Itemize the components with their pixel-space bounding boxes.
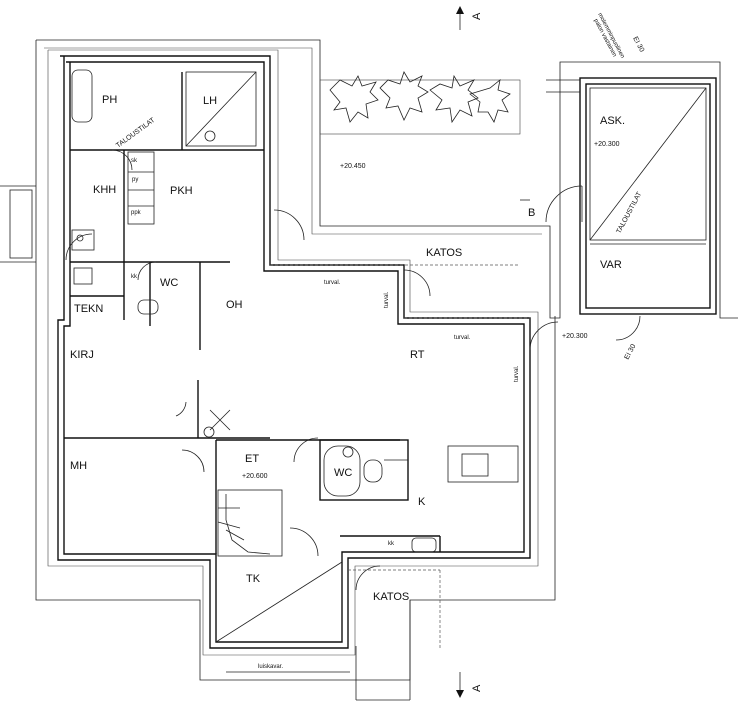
drain-icon [204,130,216,142]
label-turval-1: turval. [324,280,341,286]
label-turval-4: turval. [514,365,520,382]
level-porch: +20.300 [562,333,588,340]
label-taloustilat-main: TALOUSTILAT [115,116,157,149]
sink-icon [342,446,354,458]
label-sk: sk [131,158,138,164]
terrace-lines [0,185,530,701]
door-swings [65,149,641,591]
label-turval-3: turval. [454,335,471,341]
label-ppk: ppk [131,210,142,216]
interior-partitions [64,71,519,643]
level-entry: +20.600 [242,473,268,480]
label-ei30-top: EI 30 [631,36,645,54]
toilet-icon [137,299,159,315]
room-lh: LH [203,95,217,107]
site-outline [35,39,738,681]
annex-building [545,77,717,315]
label-luiskavar: luiskavar. [258,664,283,670]
label-katos-bottom: KATOS [373,591,409,603]
label-kk-1: kk [131,274,138,280]
room-ask: ASK. [600,115,625,127]
room-tekn: TEKN [74,303,103,315]
room-tk: TK [246,573,261,585]
label-py: py [132,177,138,183]
room-oh: OH [226,299,243,311]
room-wc-lower: WC [334,467,352,479]
main-exterior-walls [47,49,539,656]
label-turval-2: turval. [384,291,390,308]
toilet-icon-lower [363,459,383,483]
stove-icon [411,537,437,553]
label-taloustilat-annex: TALOUSTILAT [616,190,644,235]
room-ph: PH [102,94,117,106]
section-a-bottom: A [471,684,483,692]
section-b: B [528,207,535,219]
room-kirj: KIRJ [70,349,94,361]
level-annex: +20.300 [594,141,620,148]
room-et: ET [245,453,259,465]
label-ei30-bottom: EI 30 [624,343,638,361]
room-rt: RT [410,349,425,361]
room-pkh: PKH [170,185,193,197]
label-kk-2: kk [388,541,395,547]
room-khh: KHH [93,184,116,196]
label-katos-top: KATOS [426,247,462,259]
garden-planting [319,71,521,135]
room-mh: MH [70,460,87,472]
room-wc-upper: WC [160,277,178,289]
room-k: K [418,496,426,508]
room-var: VAR [600,259,622,271]
section-a-top: A [471,12,483,20]
washbasin-icon [73,267,93,285]
bathtub-icon [71,69,93,123]
section-markers [456,6,530,698]
level-yard: +20.450 [340,163,366,170]
fixtures [71,69,437,553]
